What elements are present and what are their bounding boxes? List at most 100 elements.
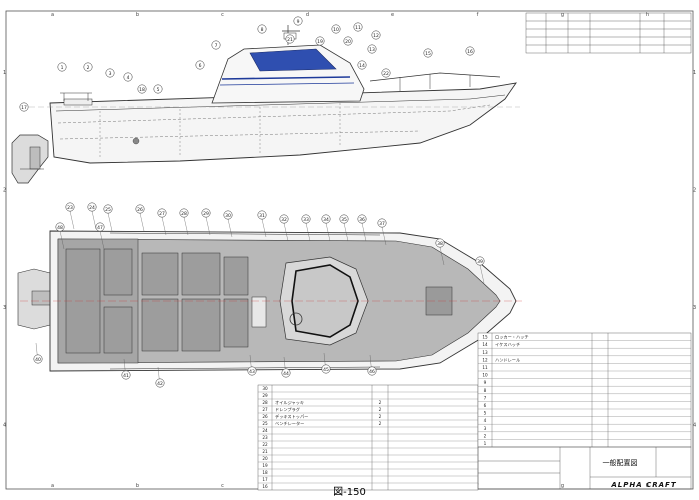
callout-bubble	[201, 208, 211, 218]
callout-bubble	[155, 378, 165, 388]
grid-letter: g	[561, 12, 564, 18]
parts-row-name: オイルジャッキ	[275, 400, 304, 405]
parts-row-name: ドレンプラグ	[275, 406, 300, 413]
callout-number: 15	[425, 51, 431, 57]
callout-number: 41	[123, 373, 129, 379]
callout-bubble	[105, 68, 115, 78]
callout-bubble	[321, 364, 331, 374]
leader-line	[183, 216, 189, 236]
callout-number: 37	[379, 221, 385, 227]
leader-line	[381, 226, 387, 246]
callout-bubble	[135, 204, 145, 214]
revision-table	[525, 12, 692, 54]
callout-number: 47	[97, 225, 103, 231]
callout-number: 8	[261, 27, 264, 33]
windshield-glass	[249, 48, 337, 72]
parts-row-number: 24	[262, 428, 268, 433]
grid-number: 1	[3, 70, 6, 76]
leader-line	[227, 218, 233, 238]
leader-line	[91, 210, 97, 230]
callout-bubble	[357, 214, 367, 224]
callout-number: 44	[283, 371, 289, 377]
callout-bubble	[465, 46, 475, 56]
leader-line	[59, 230, 65, 250]
steering-wheel-icon	[289, 312, 303, 326]
callout-bubble	[339, 214, 349, 224]
callout-number: 24	[89, 205, 95, 211]
grid-number: 3	[693, 305, 696, 311]
outboard-motor-icon	[11, 134, 49, 184]
callout-number: 48	[57, 225, 63, 231]
callout-bubble	[157, 208, 167, 218]
parts-row-name: ハンドレール	[495, 357, 520, 362]
grid-number: 2	[3, 187, 6, 193]
parts-row-qty: 2	[379, 400, 382, 405]
callout-number: 14	[359, 63, 365, 69]
callout-number: 12	[373, 33, 379, 39]
callout-number: 20	[345, 39, 351, 45]
parts-row-number: 4	[484, 418, 487, 423]
callout-number: 4	[127, 75, 130, 81]
callout-number: 7	[215, 43, 218, 49]
grid-letter: h	[646, 12, 649, 18]
leader-line	[479, 264, 485, 284]
side-profile-view	[11, 25, 520, 184]
callout-bubble	[343, 36, 353, 46]
parts-row-number: 20	[262, 456, 268, 461]
callout-bubble	[257, 210, 267, 220]
callout-bubble	[247, 366, 257, 376]
callout-number: 9	[297, 19, 300, 25]
parts-row-number: 29	[262, 393, 268, 398]
grid-number: 3	[3, 305, 6, 311]
leader-line	[139, 212, 145, 232]
callout-bubble	[95, 222, 105, 232]
parts-row-number: 13	[482, 350, 488, 355]
callout-bubble	[83, 62, 93, 72]
callout-bubble	[55, 222, 65, 232]
callout-number: 36	[359, 217, 365, 223]
callout-number: 28	[181, 211, 187, 217]
parts-row-number: 11	[482, 365, 488, 370]
grid-number: 4	[693, 422, 696, 428]
callout-bubble	[367, 366, 377, 376]
parts-row-number: 21	[262, 449, 268, 454]
callout-number: 38	[437, 241, 443, 247]
callout-bubble	[381, 68, 391, 78]
callout-bubble	[123, 72, 133, 82]
parts-row-number: 25	[262, 421, 268, 426]
grid-number: 4	[3, 422, 6, 428]
callout-bubble	[103, 204, 113, 214]
outboard-motor-top-icon	[17, 268, 53, 330]
callout-bubble	[281, 368, 291, 378]
callout-bubble	[371, 30, 381, 40]
callout-number: 10	[333, 27, 339, 33]
leader-line	[261, 218, 267, 238]
callout-bubble	[321, 214, 331, 224]
callout-bubble	[137, 84, 147, 94]
parts-row-number: 3	[484, 426, 487, 431]
callout-bubble	[353, 22, 363, 32]
callout-bubble	[435, 238, 445, 248]
parts-row-number: 28	[262, 400, 268, 405]
parts-row-number: 8	[484, 388, 487, 393]
plan-view	[17, 230, 522, 372]
leader-line	[69, 210, 75, 230]
callout-number: 17	[21, 105, 27, 111]
callout-number: 16	[467, 49, 473, 55]
callout-number: 43	[249, 369, 255, 375]
parts-row-qty: 2	[379, 407, 382, 412]
leader-line	[305, 222, 311, 242]
parts-row-qty: 2	[379, 421, 382, 426]
callout-bubble	[211, 40, 221, 50]
leader-line	[99, 230, 105, 250]
parts-row-number: 6	[484, 403, 487, 408]
hull-profile	[49, 82, 517, 164]
callout-number: 11	[355, 25, 361, 31]
callout-bubble	[377, 218, 387, 228]
parts-row-number: 22	[262, 442, 268, 447]
callout-number: 26	[137, 207, 143, 213]
callout-number: 30	[225, 213, 231, 219]
parts-row-number: 5	[484, 411, 487, 416]
